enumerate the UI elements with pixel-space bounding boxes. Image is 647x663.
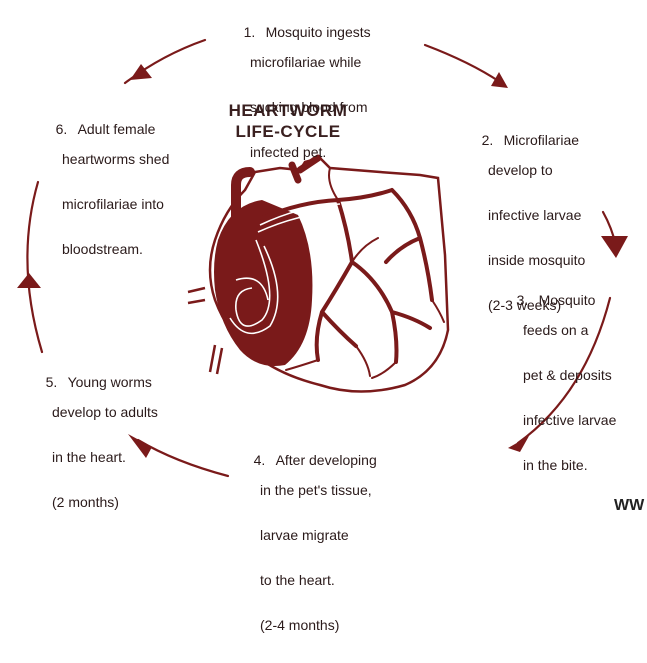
step-1-line-1: Mosquito ingests: [266, 24, 371, 40]
step-3-line-1: Mosquito: [539, 292, 596, 308]
step-4-line-4: to the heart.: [238, 573, 377, 588]
step-6-line-3: microfilariae into: [40, 197, 169, 212]
step-6-line-4: bloodstream.: [40, 242, 169, 257]
step-5-number: 5.: [46, 375, 68, 390]
step-4-line-3: larvae migrate: [238, 528, 377, 543]
cycle-arrowhead-5-6: [17, 273, 41, 288]
step-4-line-5: (2-4 months): [238, 618, 377, 633]
cycle-arc-1-2: [425, 45, 500, 82]
step-2-line-3: infective larvae: [466, 208, 585, 223]
step-3-line-4: infective larvae: [501, 413, 616, 428]
step-4-line-2: in the pet's tissue,: [238, 483, 377, 498]
step-1-text: 1.Mosquito ingests microfilariae while s…: [228, 10, 371, 190]
step-4-line-1: After developing: [276, 452, 377, 468]
step-4-number: 4.: [254, 453, 276, 468]
step-5-line-4: (2 months): [30, 495, 158, 510]
heartworm-life-cycle-diagram: HEARTWORM LIFE-CYCLE 1.Mosquito ingests …: [0, 0, 647, 530]
watermark-text: WW: [614, 497, 644, 515]
step-1-line-4: infected pet.: [228, 145, 371, 160]
step-6-line-1: Adult female: [78, 121, 156, 137]
step-5-line-2: develop to adults: [30, 405, 158, 420]
cycle-arrowhead-1-2: [491, 72, 508, 88]
step-3-line-5: in the bite.: [501, 458, 616, 473]
heart-left-chamber: [214, 200, 312, 366]
step-1-number: 1.: [244, 25, 266, 40]
heart-illustration: [188, 158, 448, 392]
step-3-number: 3.: [517, 293, 539, 308]
step-2-line-1: Microfilariae: [504, 132, 579, 148]
step-2-number: 2.: [482, 133, 504, 148]
step-3-line-3: pet & deposits: [501, 368, 616, 383]
step-5-line-1: Young worms: [68, 374, 152, 390]
step-5-text: 5.Young worms develop to adults in the h…: [30, 360, 158, 540]
step-3-line-2: feeds on a: [501, 323, 616, 338]
step-1-line-3: sucking blood from: [228, 100, 371, 115]
step-2-line-4: inside mosquito: [466, 253, 585, 268]
step-1-line-2: microfilariae while: [228, 55, 371, 70]
step-4-text: 4.After developing in the pet's tissue, …: [238, 438, 377, 663]
step-6-line-2: heartworms shed: [40, 152, 169, 167]
step-6-text: 6.Adult female heartworms shed microfila…: [40, 107, 169, 287]
cycle-arrowhead-2-3: [601, 236, 628, 258]
vena-cava: [188, 288, 222, 374]
step-3-text: 3.Mosquito feeds on a pet & deposits inf…: [501, 278, 616, 503]
step-6-number: 6.: [56, 122, 78, 137]
step-5-line-3: in the heart.: [30, 450, 158, 465]
step-2-line-2: develop to: [466, 163, 585, 178]
